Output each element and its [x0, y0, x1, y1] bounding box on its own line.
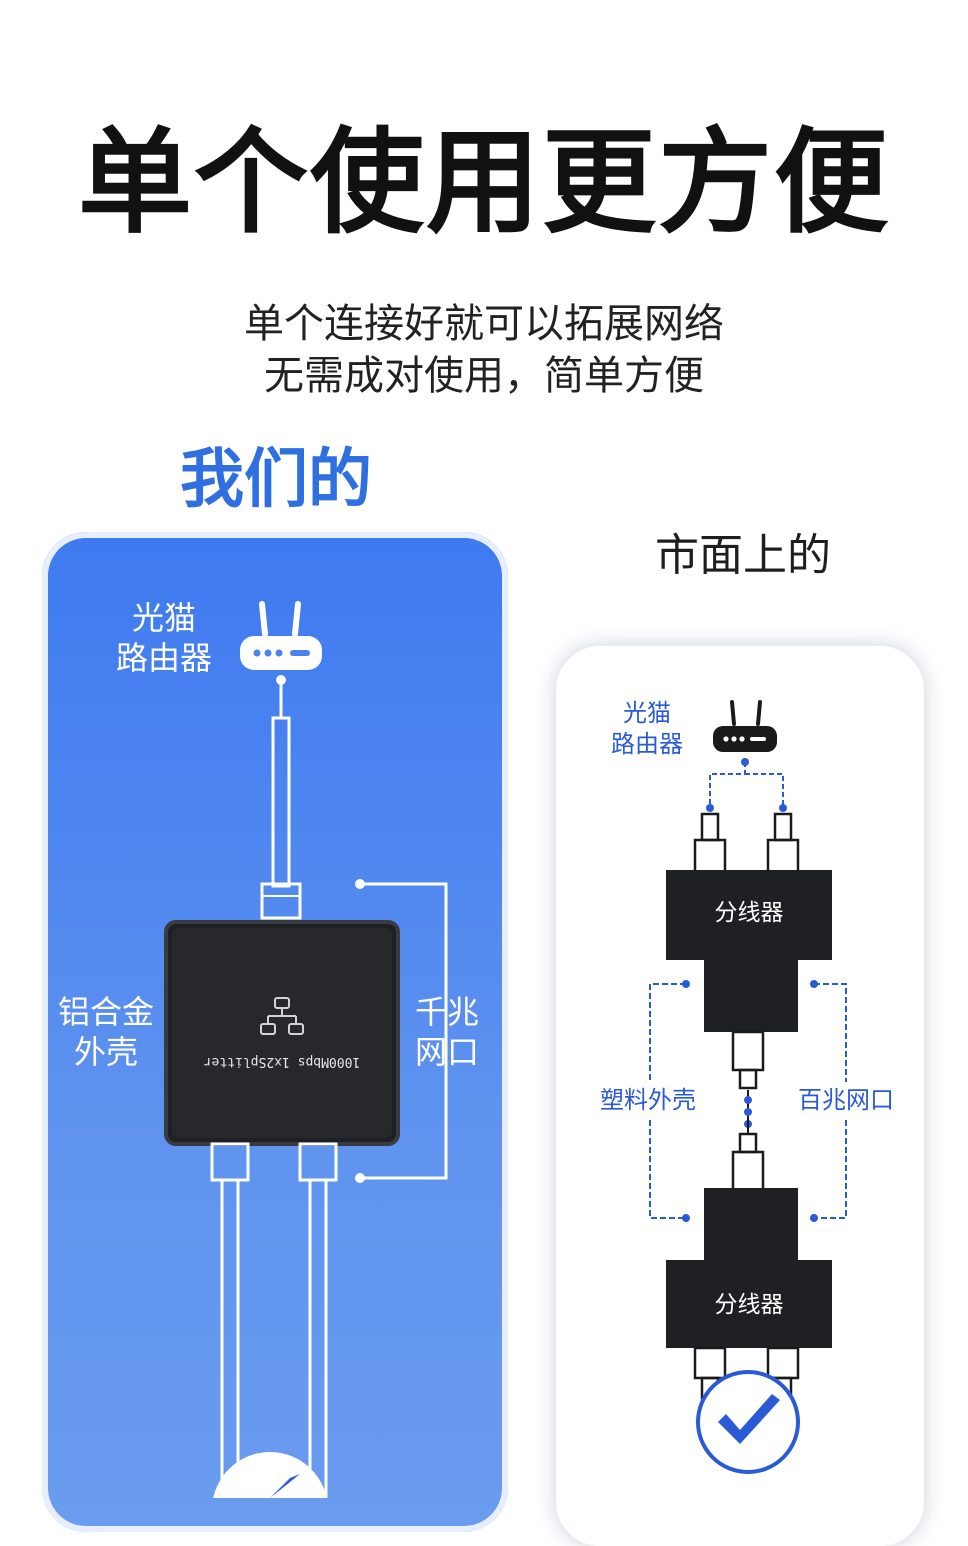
router-icon — [240, 601, 322, 670]
market-check-icon — [696, 1370, 800, 1474]
splitter-device — [164, 920, 400, 1146]
ours-router-label-1: 光猫 — [131, 599, 196, 637]
subtitle-line-1: 单个连接好就可以拓展网络 — [244, 301, 724, 347]
market-router-label-1: 光猫 — [623, 699, 671, 727]
ours-router-label-2: 路由器 — [115, 639, 212, 677]
splitter-label-bottom: 分线器 — [714, 1292, 784, 1318]
subtitle-line-2: 无需成对使用，简单方便 — [264, 353, 704, 399]
market-heading: 市面上的 — [655, 530, 831, 581]
market-router-icon — [713, 700, 777, 752]
ours-case-label-2: 外壳 — [73, 1033, 138, 1071]
ours-diagram — [164, 601, 400, 1498]
ours-port-label-1: 千兆 — [414, 993, 479, 1031]
ours-heading: 我们的 — [180, 443, 372, 517]
ours-port-label-2: 网口 — [414, 1033, 479, 1071]
page-title: 单个使用更方便 — [77, 116, 890, 249]
market-case-label: 塑料外壳 — [600, 1086, 696, 1114]
network-topology-icon — [260, 997, 304, 1035]
ours-case-label-1: 铝合金 — [57, 993, 154, 1031]
market-router-label-2: 路由器 — [611, 730, 683, 758]
splitter-label-top: 分线器 — [714, 900, 784, 926]
check-icon — [213, 1452, 327, 1498]
market-diagram — [649, 700, 847, 1474]
market-port-label: 百兆网口 — [798, 1086, 894, 1114]
